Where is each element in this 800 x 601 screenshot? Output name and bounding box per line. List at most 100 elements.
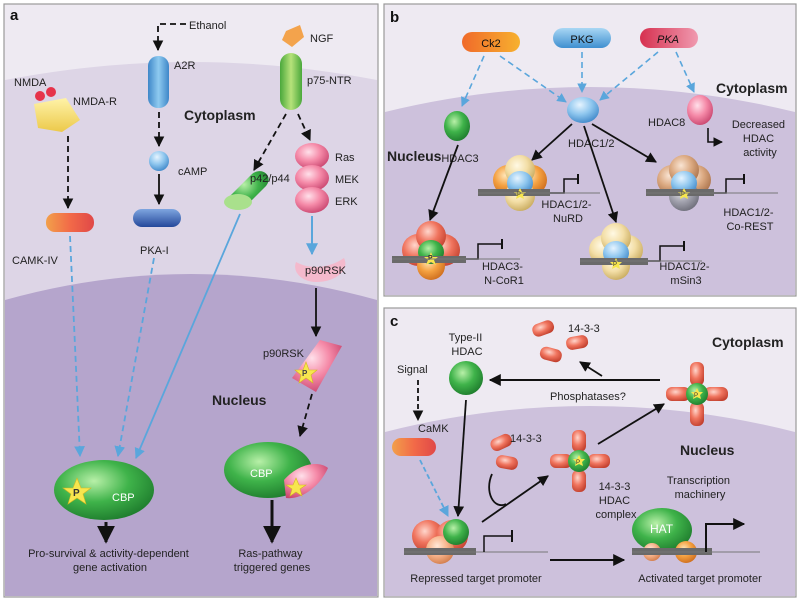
panel-b-nucleus-label: Nucleus (387, 148, 442, 164)
pka1-label: PKA-I (140, 245, 169, 257)
cbp-left (54, 460, 154, 520)
a2r-receptor (148, 56, 169, 108)
cbp-left-label: CBP (112, 492, 135, 504)
prot-1433-top-label: 14-3-3 (568, 323, 600, 335)
arrow-ck2-hdac3 (461, 55, 485, 107)
type2-hdac (449, 361, 483, 395)
ck2-label: Ck2 (481, 38, 501, 50)
arrow-pka-hdac8 (675, 51, 695, 93)
corest-label: HDAC1/2- Co-REST (723, 207, 776, 233)
panel-a-cytoplasm-label: Cytoplasm (184, 107, 256, 123)
p90rsk-cyto-label: p90RSK (305, 265, 347, 277)
phosphatases-label: Phosphatases? (550, 391, 626, 403)
pkg-kinase (553, 28, 611, 48)
prot-1433-top (539, 346, 562, 363)
cyto-complex: P (666, 362, 728, 426)
hat-label: HAT (650, 522, 674, 536)
p-label: P (73, 488, 80, 499)
panel-c-letter: c (390, 313, 398, 330)
ethanol-label: Ethanol (189, 20, 226, 32)
panel-b-letter: b (390, 9, 399, 26)
pkg-label: PKG (570, 34, 593, 46)
pka-kinase (640, 28, 698, 48)
panel-b: b Cytoplasm Nucleus Ck2 PKG PKA HDAC3 HD… (383, 3, 797, 297)
arrow-ck2-hdac12 (499, 55, 567, 103)
arrow-camk-hdac (419, 459, 449, 517)
transcription-label: Transcription machinery (667, 475, 733, 501)
activated-promoter-arrow (705, 518, 746, 552)
arrow-hdac12-corest (591, 123, 657, 163)
camk-shape (392, 438, 436, 456)
panel-b-cytoplasm-label: Cytoplasm (716, 80, 788, 96)
panel-c: c Cytoplasm Nucleus 14-3-3 Type-II HDAC … (383, 307, 797, 598)
camk-label: CaMK (418, 423, 449, 435)
a2r-label: A2R (174, 60, 195, 72)
complex-label: 14-3-3 HDAC complex (596, 481, 637, 521)
decreased-activity-label: Decreased HDAC activity (732, 119, 788, 159)
arrow-1433-binding (488, 473, 507, 507)
panel-c-cytoplasm-label: Cytoplasm (712, 334, 784, 350)
panel-b-nucleus (385, 87, 795, 295)
arrow-camk4-cbp (69, 235, 85, 458)
p4244-shape (224, 194, 252, 210)
arrow-type2-into-nucleus (453, 399, 467, 518)
nmda-receptor-label: NMDA-R (73, 96, 117, 108)
arrow-pka-hdac12 (599, 51, 659, 101)
panel-a: a Cytoplasm Nucleus NMDA NMDA-R CAMK-IV … (3, 3, 379, 598)
arrow-hdac12-nurd (531, 123, 573, 161)
arrow-to-1433-release (579, 361, 603, 377)
svg-text:P: P (694, 393, 698, 399)
cbp-right-label: CBP (250, 468, 273, 480)
panel-c-nucleus-label: Nucleus (680, 442, 735, 458)
activated-label: Activated target promoter (638, 573, 762, 585)
arrow-pka1-cbp (114, 257, 155, 458)
arrow-hdac12-msin3 (583, 125, 619, 224)
pka1-shape (133, 209, 181, 227)
p75-receptor (280, 53, 302, 110)
prot-1433-top (532, 320, 555, 337)
camp-molecule (149, 151, 169, 171)
msin3-label: HDAC1/2- mSin3 (659, 261, 712, 287)
mek-shape (295, 165, 329, 191)
repressed-label: Repressed target promoter (410, 573, 542, 585)
nuclear-complex: P (550, 430, 610, 492)
svg-text:P: P (517, 192, 521, 198)
arrow-p75-ras (297, 113, 311, 141)
svg-text:P: P (576, 460, 580, 466)
hdac3-label: HDAC3 (441, 153, 478, 165)
nmda-ligand (46, 87, 56, 97)
p90rsk-nuc-label: p90RSK (263, 348, 305, 360)
nurd-label: HDAC1/2- NuRD (541, 199, 594, 225)
mek-label: MEK (335, 174, 360, 186)
hdac3-shape (444, 111, 470, 141)
pka-label: PKA (657, 34, 679, 46)
prot-1433-top (566, 335, 589, 350)
nmda-receptor (34, 98, 80, 132)
ncor-label: HDAC3- N-CoR1 (482, 261, 526, 287)
ras-shape (295, 143, 329, 169)
arrow-p90rsk-cbp (297, 393, 313, 438)
hdac12-shape (567, 97, 599, 123)
p-label: P (302, 369, 308, 378)
nmda-label: NMDA (14, 77, 47, 89)
camp-label: cAMP (178, 166, 207, 178)
ngf-ligand (282, 25, 304, 47)
arrow-hdac3-ncor (428, 144, 459, 222)
prot-1433-mid (495, 455, 518, 470)
panel-a-letter: a (10, 7, 19, 24)
panel-a-nucleus-label: Nucleus (212, 392, 267, 408)
p4244-label: p42/p44 (250, 173, 290, 185)
ras-label: Ras (335, 152, 355, 164)
erk-shape (295, 187, 329, 213)
p-star-icon (62, 477, 92, 505)
type2-label: Type-II HDAC (449, 332, 486, 358)
outcome-right: Ras-pathway triggered genes (234, 548, 311, 574)
repressed-promoter-arrow (483, 535, 512, 552)
outcome-left: Pro-survival & activity-dependent gene a… (28, 548, 192, 574)
camk4-shape (46, 213, 94, 232)
svg-text:P: P (613, 262, 617, 268)
arrow-p75-p4244 (253, 113, 287, 171)
arrow-ethanol-a2r (152, 23, 186, 52)
hdac12-label: HDAC1/2 (568, 138, 614, 150)
svg-text:P: P (681, 192, 685, 198)
